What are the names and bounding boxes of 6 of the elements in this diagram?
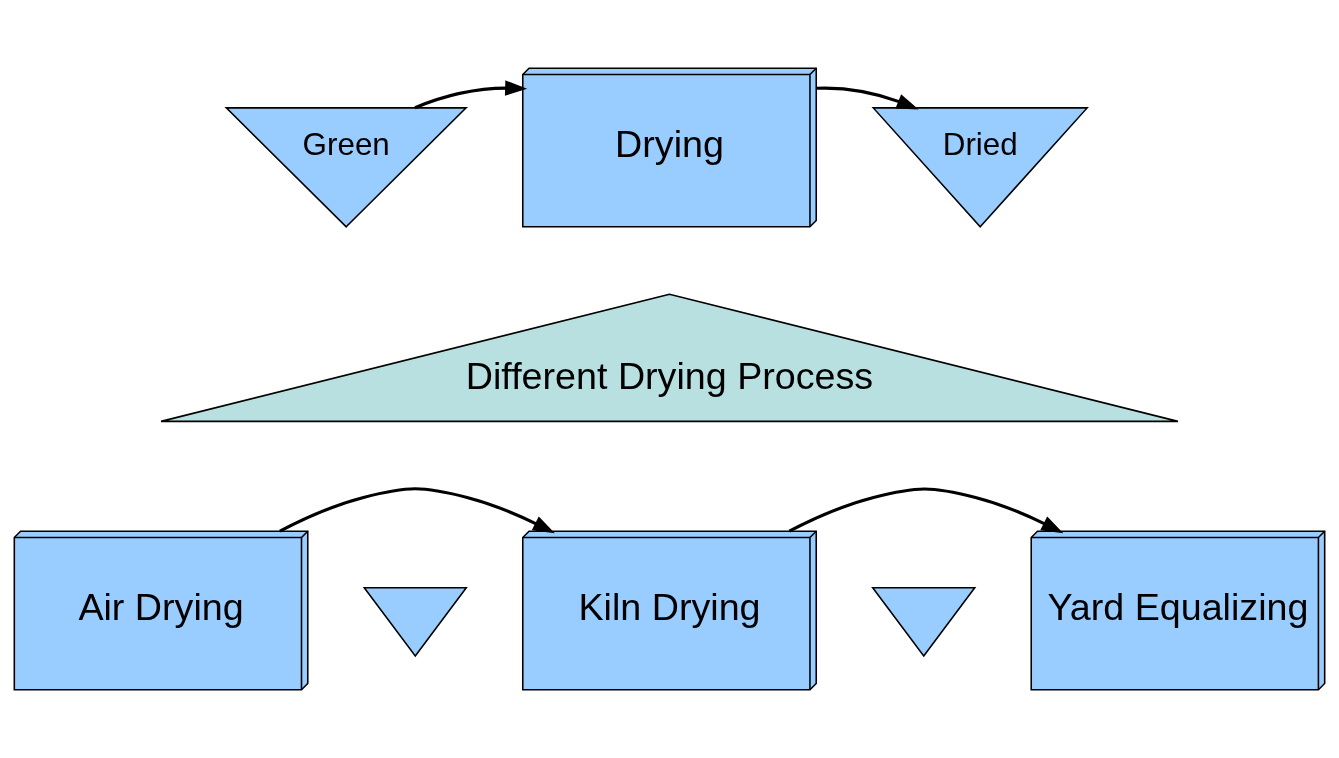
arrow (414, 80, 528, 110)
arrow (816, 86, 919, 110)
node-triangle (362, 586, 468, 658)
node-triangle (871, 586, 977, 658)
arrow (788, 487, 1064, 534)
arrow (279, 487, 555, 534)
